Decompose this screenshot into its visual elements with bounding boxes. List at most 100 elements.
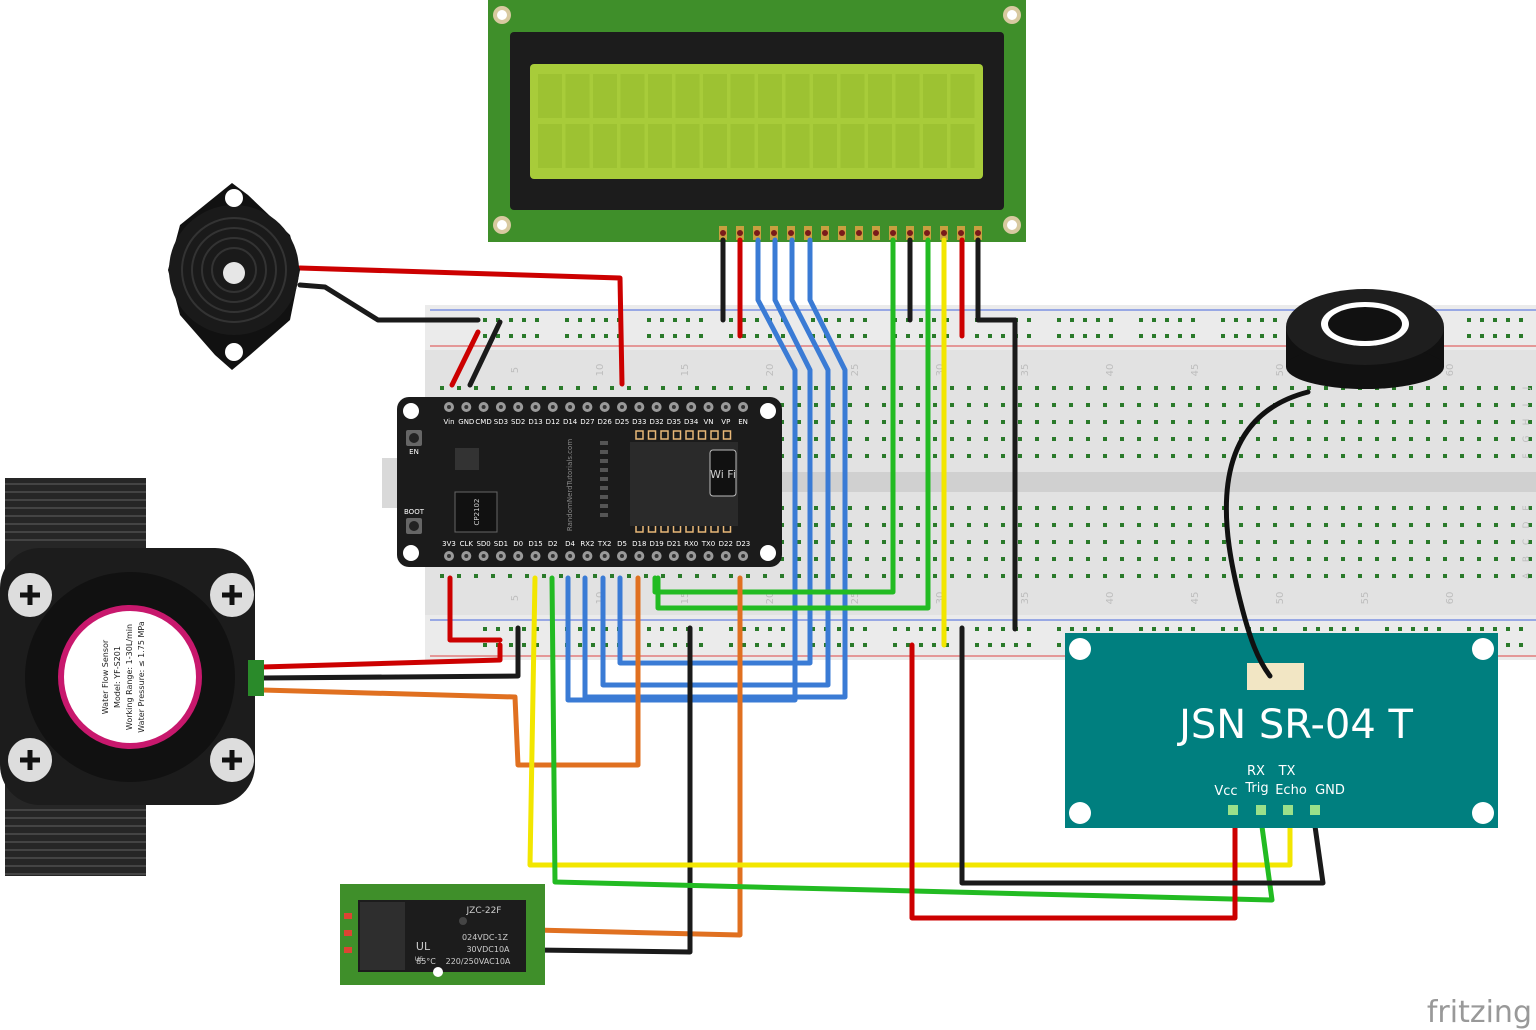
bb-col-num-top: 10: [595, 364, 606, 377]
esp32-bottom-pin-label: D22: [719, 540, 733, 548]
us-mark: US: [415, 956, 423, 963]
esp32-bottom-pin-label: D15: [528, 540, 542, 548]
wire: [652, 237, 896, 595]
bb-col-num-top: 30: [935, 364, 946, 377]
vcc-label: Vcc: [1214, 784, 1237, 799]
flow-line-3: Water Pressure: ≤ 1.75 MPa: [137, 621, 146, 733]
esp32-board: Vin3V3GNDCLKCMDSD0SD3SD1SD2D0D13D15D12D2…: [382, 397, 782, 567]
wire: [600, 237, 831, 688]
bb-col-num-top: 50: [1275, 364, 1286, 377]
esp32-top-pin-label: D33: [632, 418, 646, 426]
bb-col-num-top: 5: [510, 367, 521, 373]
transducer-cable: [1223, 389, 1311, 679]
bb-row-label: F: [1522, 453, 1532, 458]
esp32-top-pin-label: Vin: [443, 418, 454, 426]
esp32-bottom-pin-label: TX0: [701, 540, 716, 548]
wire: [565, 237, 798, 703]
wifi-label: Wi Fi: [710, 468, 736, 481]
ul-mark: UL: [416, 940, 431, 953]
flow-screw-2: [210, 573, 254, 617]
bb-col-num-bottom: 20: [765, 592, 776, 605]
flow-screw-3: [8, 738, 52, 782]
bb-col-num-top: 45: [1190, 364, 1201, 377]
echo-label: Echo: [1275, 783, 1307, 798]
wire: [975, 237, 1018, 323]
bb-col-num-top: 25: [850, 364, 861, 377]
esp32-top-pin-label: D26: [598, 418, 613, 426]
wire: [297, 282, 481, 323]
esp32-top-pin-label: D14: [563, 418, 578, 426]
wire: [259, 575, 641, 768]
bb-row-label: A: [1522, 572, 1532, 579]
esp32-top-pin-label: D25: [615, 418, 629, 426]
esp32-bottom-pin-label: D0: [513, 540, 523, 548]
flow-line-1: Model: YF-S201: [113, 646, 122, 708]
bb-col-num-bottom: 40: [1105, 592, 1116, 605]
bb-col-num-bottom: 50: [1275, 592, 1286, 605]
relay-temp: 85°C: [416, 957, 436, 966]
esp32-top-pin-label: CMD: [475, 418, 491, 426]
esp32-top-pin-label: D34: [684, 418, 699, 426]
relay-line-0: 024VDC-1Z: [462, 933, 508, 942]
bb-col-num-bottom: 45: [1190, 592, 1201, 605]
wire: [959, 625, 1326, 886]
wire: [447, 575, 503, 643]
flow-line-0: Water Flow Sensor: [101, 639, 110, 714]
esp32-bottom-pin-label: CLK: [460, 540, 474, 548]
water-flow-sensor: Water Flow Sensor Model: YF-S201 Working…: [0, 478, 264, 876]
relay-line-1: 30VDC10A: [466, 945, 510, 954]
ultrasonic-transducer: [1286, 289, 1444, 389]
esp32-top-pin-label: D12: [546, 418, 560, 426]
wire: [909, 642, 1238, 921]
esp32-bottom-pin-label: RX2: [580, 540, 594, 548]
wire: [532, 575, 743, 938]
transducer-connector: [1247, 663, 1304, 690]
wire: [259, 642, 503, 670]
ultrasonic-title: JSN SR-04 T: [1176, 702, 1413, 748]
esp32-top-pin-label: VP: [721, 418, 730, 426]
brand-text: RandomNerdTutorials.com: [566, 439, 574, 531]
relay-line-2: 220/250VAC10A: [446, 957, 511, 966]
bb-row-label: E: [1522, 505, 1532, 511]
esp32-top-pin-label: D35: [667, 418, 681, 426]
ultrasonic-board: JSN SR-04 T RX TX Vcc Trig Echo GND: [1065, 633, 1498, 828]
chip-label: CP2102: [473, 499, 481, 526]
esp32-top-pin-label: EN: [738, 418, 748, 426]
wire: [582, 237, 848, 700]
esp32-top-pin-label: D27: [580, 418, 594, 426]
wire: [655, 237, 931, 611]
fritzing-watermark: fritzing: [1427, 995, 1532, 1030]
bb-col-num-bottom: 25: [850, 592, 861, 605]
wire: [259, 657, 521, 681]
trig-label: Trig: [1244, 781, 1268, 796]
buzzer: [168, 183, 300, 370]
bb-row-label: J: [1522, 387, 1532, 391]
bb-col-num-top: 40: [1105, 364, 1116, 377]
bb-col-num-top: 60: [1445, 364, 1456, 377]
bb-row-label: H: [1522, 419, 1532, 426]
bb-col-num-bottom: 15: [680, 592, 691, 605]
esp32-top-pin-label: D13: [528, 418, 542, 426]
wires: [259, 237, 1326, 955]
flow-line-2: Working Range: 1-30L/min: [125, 624, 134, 730]
esp32-bottom-pin-label: D2: [548, 540, 558, 548]
esp32-bottom-pin-label: 3V3: [442, 540, 456, 548]
esp32-bottom-pin-label: D18: [632, 540, 646, 548]
esp32-bottom-pin-label: TX2: [597, 540, 612, 548]
esp32-bottom-pin-label: D4: [565, 540, 575, 548]
bb-col-num-top: 35: [1020, 364, 1031, 377]
bb-row-label: D: [1522, 521, 1532, 528]
wire: [617, 237, 813, 666]
wire: [532, 625, 693, 955]
boot-label: BOOT: [404, 508, 425, 516]
wire: [467, 319, 503, 388]
esp32-bottom-pin-label: D23: [736, 540, 750, 548]
bb-col-num-bottom: 30: [935, 592, 946, 605]
esp32-bottom-pin-label: D19: [649, 540, 663, 548]
flow-screw-1: [8, 573, 52, 617]
flow-screw-4: [210, 738, 254, 782]
esp32-bottom-pin-label: D21: [667, 540, 681, 548]
bb-col-num-bottom: 60: [1445, 592, 1456, 605]
esp32-top-pin-label: VN: [703, 418, 713, 426]
bb-col-num-bottom: 5: [510, 595, 521, 601]
